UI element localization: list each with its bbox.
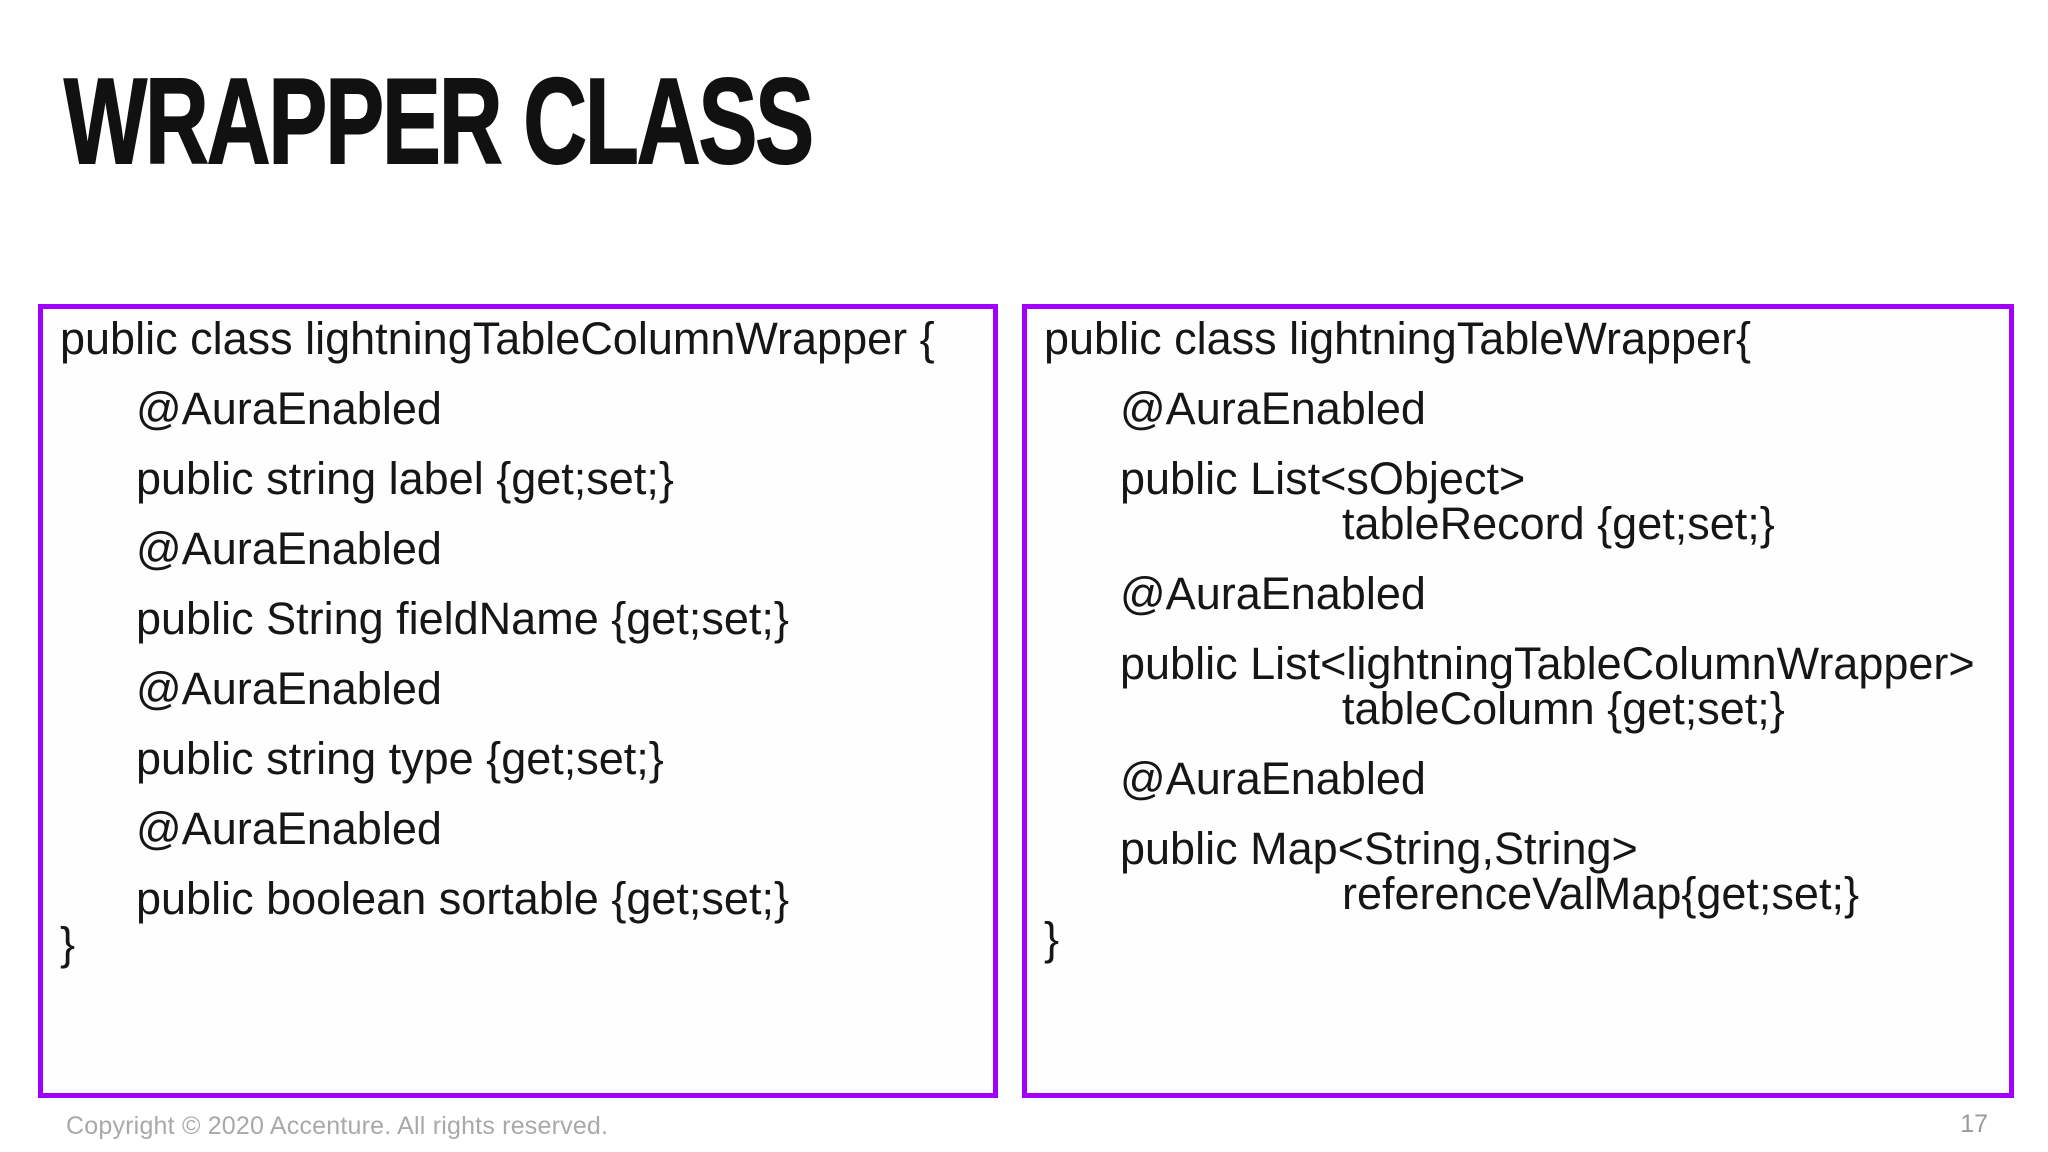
code-line: referenceValMap{get;set;} [1342,868,1859,919]
slide-title: WRAPPER CLASS [63,53,814,189]
code-line: public string label {get;set;} [136,453,674,504]
code-line: public class lightningTableWrapper{ [1044,313,1752,364]
code-line: public class lightningTableColumnWrapper… [60,313,935,364]
right-code-panel: public class lightningTableWrapper{ @Aur… [1022,304,2014,1098]
code-line: @AuraEnabled [136,523,442,574]
left-code-panel: public class lightningTableColumnWrapper… [38,304,998,1098]
code-line: public List<sObject> [1120,453,1526,504]
copyright-text: Copyright © 2020 Accenture. All rights r… [66,1112,609,1140]
code-line: public List<lightningTableColumnWrapper> [1120,638,1975,689]
code-line: public String fieldName {get;set;} [136,593,789,644]
code-line: @AuraEnabled [136,663,442,714]
code-line: } [1044,913,1060,964]
page-number: 17 [1960,1110,1988,1138]
code-line: public Map<String,String> [1120,823,1638,874]
code-line: tableRecord {get;set;} [1342,498,1775,549]
code-line: @AuraEnabled [136,383,442,434]
code-line: } [60,918,76,969]
code-line: @AuraEnabled [136,803,442,854]
code-line: public string type {get;set;} [136,733,664,784]
code-line: @AuraEnabled [1120,753,1426,804]
code-line: @AuraEnabled [1120,568,1426,619]
code-line: public boolean sortable {get;set;} [136,873,789,924]
code-line: tableColumn {get;set;} [1342,683,1785,734]
code-line: @AuraEnabled [1120,383,1426,434]
